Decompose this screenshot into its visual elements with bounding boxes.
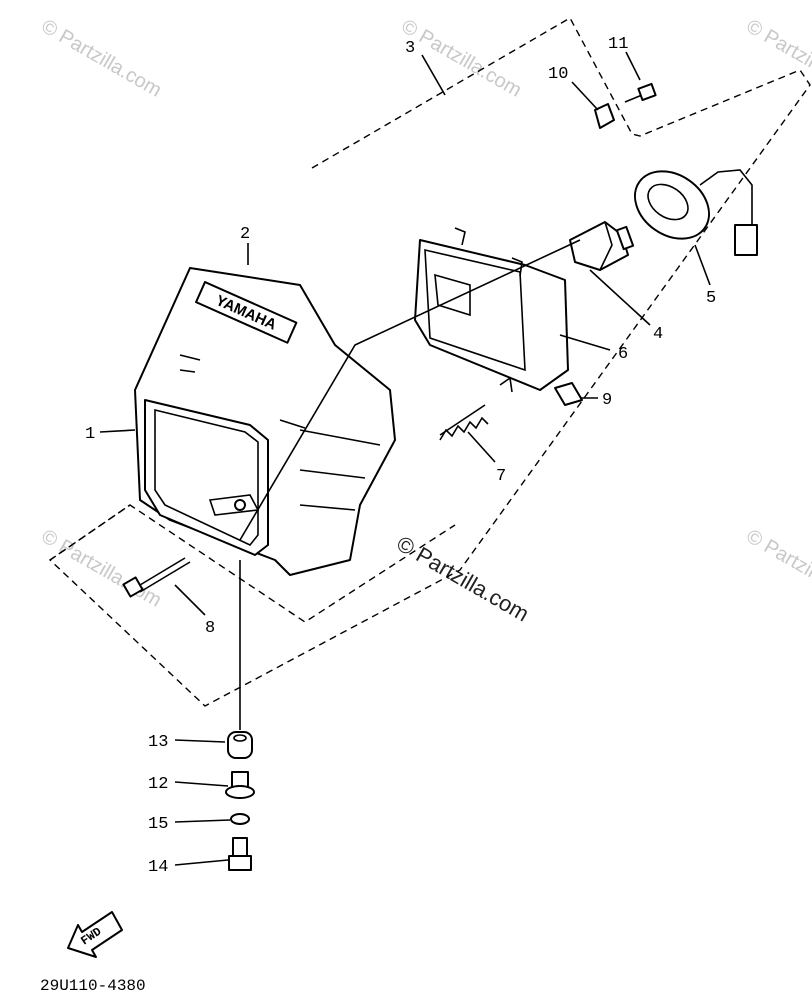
screw-top: [624, 82, 657, 103]
watermark-corner-mid-left: © Partzilla.com: [38, 525, 166, 611]
assembly-outline-dashed: [48, 17, 811, 707]
watermark-corner-top-left: © Partzilla.com: [38, 15, 166, 101]
watermark-corner-top-middle: © Partzilla.com: [398, 15, 526, 101]
callout-4: 4: [653, 325, 663, 344]
headlight-cowl: YAMAHA: [134, 267, 396, 576]
watermark-corner-mid-right: © Partzilla.com: [743, 525, 812, 611]
callout-12: 12: [148, 775, 168, 794]
forward-arrow-icon: FWD: [67, 911, 123, 958]
headlight-bulb: [569, 221, 635, 271]
callout-1: 1: [85, 425, 95, 444]
callout-8: 8: [205, 619, 215, 638]
callout-2: 2: [240, 225, 250, 244]
damper-grommet: [227, 731, 253, 759]
callout-13: 13: [148, 733, 168, 752]
bulb-socket: [633, 169, 758, 256]
mount-outline-dashed: [49, 504, 456, 623]
clip-top: [594, 103, 615, 129]
callout-6: 6: [618, 345, 628, 364]
callout-5: 5: [706, 289, 716, 308]
lock-washer: [230, 813, 250, 825]
watermark-center: © Partzilla.com: [393, 531, 534, 627]
svg-text:© Partzilla.com: © Partzilla.com: [38, 525, 166, 611]
svg-text:© Partzilla.com: © Partzilla.com: [743, 525, 812, 611]
svg-text:© Partzilla.com: © Partzilla.com: [398, 15, 526, 101]
collar: [225, 771, 255, 799]
callout-7: 7: [496, 467, 506, 486]
watermark-corner-top-right: © Partzilla.com: [743, 15, 812, 101]
callout-10: 10: [548, 65, 568, 84]
nut-clip: [554, 382, 583, 406]
svg-text:© Partzilla.com: © Partzilla.com: [393, 531, 534, 627]
callout-11: 11: [608, 35, 628, 54]
svg-text:© Partzilla.com: © Partzilla.com: [38, 15, 166, 101]
callout-9: 9: [602, 391, 612, 410]
callout-14: 14: [148, 858, 168, 877]
bottom-bolt: [228, 837, 252, 871]
headlight-unit: [414, 227, 569, 393]
svg-text:© Partzilla.com: © Partzilla.com: [743, 15, 812, 101]
diagram-code: 29U110-4380: [40, 977, 146, 995]
mount-bolt: [122, 557, 191, 598]
callout-15: 15: [148, 815, 168, 834]
callout-3: 3: [405, 39, 415, 58]
adjuster-spring: [439, 404, 489, 441]
leader-lines: [99, 51, 711, 866]
